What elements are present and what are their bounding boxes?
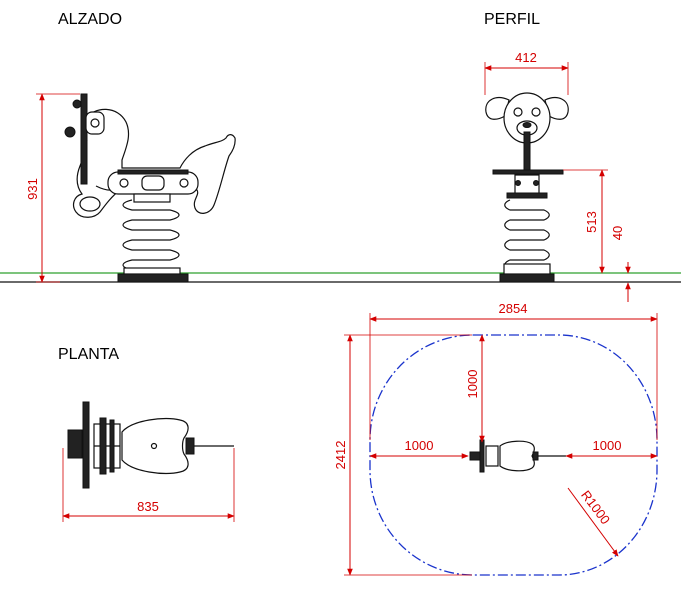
handle-knob <box>72 99 82 109</box>
dimension-label-radius: R1000 <box>578 487 613 527</box>
dimension-width-412: 412 <box>484 50 569 95</box>
elevation-view <box>64 93 236 283</box>
left-eye <box>513 107 523 117</box>
view-title-planta: PLANTA <box>58 346 119 363</box>
view-title-alzado: ALZADO <box>58 11 122 28</box>
handle-grip <box>85 111 105 135</box>
dimension-label-offset-top: 1000 <box>465 370 480 399</box>
dimension-height-931: 931 <box>25 93 80 283</box>
dimension-label-safety-width: 2854 <box>499 301 528 316</box>
safety-zone-outline <box>369 334 658 576</box>
right-ear <box>544 97 569 120</box>
profile-base-plate <box>499 273 555 283</box>
dimension-offset-left-1000: 1000 <box>369 438 469 459</box>
dimension-safety-width-2854: 2854 <box>369 301 658 440</box>
left-ear <box>485 97 510 120</box>
dimension-offset-right-1000: 1000 <box>565 438 658 459</box>
base-plate <box>117 273 189 283</box>
dimension-foundation-40: 40 <box>610 226 631 302</box>
profile-view <box>485 92 569 283</box>
dimension-label-seat-height: 513 <box>584 211 599 233</box>
foot-rest <box>64 126 76 138</box>
dimension-label-foundation: 40 <box>610 226 625 240</box>
plan-handle-bar <box>82 401 90 489</box>
profile-spring-base <box>503 263 551 275</box>
dimension-label-offset-left: 1000 <box>405 438 434 453</box>
right-eye <box>531 107 541 117</box>
profile-handle <box>523 131 531 173</box>
dimension-label-safety-depth: 2412 <box>333 441 348 470</box>
view-title-perfil: PERFIL <box>484 11 540 28</box>
dimension-safety-depth-2412: 2412 <box>333 334 472 576</box>
dimension-radius-r1000: R1000 <box>567 487 619 557</box>
plan-view <box>67 401 234 489</box>
dimension-offset-top-1000: 1000 <box>465 334 485 443</box>
safety-equipment-symbol <box>469 439 566 473</box>
plan-tail <box>185 437 195 455</box>
spring-base <box>123 267 181 275</box>
profile-seat <box>492 169 564 175</box>
nose <box>522 122 532 128</box>
seat-top <box>117 169 189 175</box>
dimension-label-plan-length: 835 <box>137 499 159 514</box>
ground-line <box>0 272 681 283</box>
dimension-length-835: 835 <box>62 448 235 522</box>
dimension-label-height: 931 <box>25 178 40 200</box>
profile-spring <box>504 199 550 271</box>
dimension-label-offset-right: 1000 <box>593 438 622 453</box>
dimension-seat-513: 513 <box>563 169 608 274</box>
spring-top-plate <box>133 193 171 203</box>
spring-coil <box>122 199 180 271</box>
handle-bar <box>80 93 88 185</box>
plan-foot-rest <box>67 429 83 459</box>
dimension-label-profile-width: 412 <box>515 50 537 65</box>
